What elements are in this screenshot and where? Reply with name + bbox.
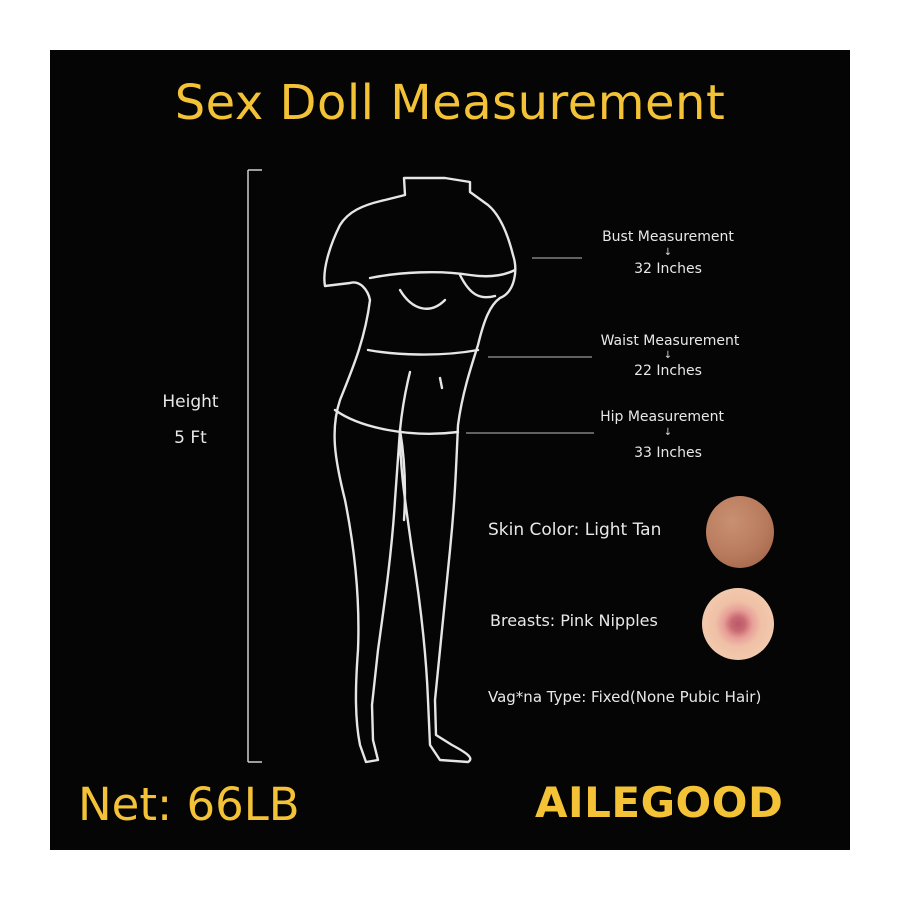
waist-label: Waist Measurement	[600, 333, 740, 349]
bust-label: Bust Measurement	[602, 229, 734, 245]
height-value: 5 Ft	[174, 428, 207, 448]
hip-label: Hip Measurement	[600, 409, 724, 425]
waist-arrow-icon: ↓	[663, 350, 673, 361]
waist-value: 22 Inches	[634, 363, 702, 379]
measurement-panel	[50, 50, 850, 850]
bust-arrow-icon: ↓	[663, 247, 673, 258]
skin-color-text: Skin Color: Light Tan	[488, 520, 662, 540]
page-title: Sex Doll Measurement	[174, 75, 726, 131]
body-outline-icon	[323, 176, 517, 764]
net-weight: Net: 66LB	[78, 778, 300, 831]
hip-arrow-icon: ↓	[663, 427, 673, 438]
hip-value: 33 Inches	[634, 445, 702, 461]
height-bracket	[247, 169, 262, 763]
skin-swatch-icon	[706, 496, 774, 568]
height-label: Height	[162, 392, 219, 412]
brand-logo: AILEGOOD	[535, 778, 784, 827]
nipple-swatch-icon	[702, 588, 774, 660]
vagina-type-text: Vag*na Type: Fixed(None Pubic Hair)	[488, 688, 762, 706]
bust-value: 32 Inches	[634, 261, 702, 277]
breasts-text: Breasts: Pink Nipples	[490, 611, 658, 630]
